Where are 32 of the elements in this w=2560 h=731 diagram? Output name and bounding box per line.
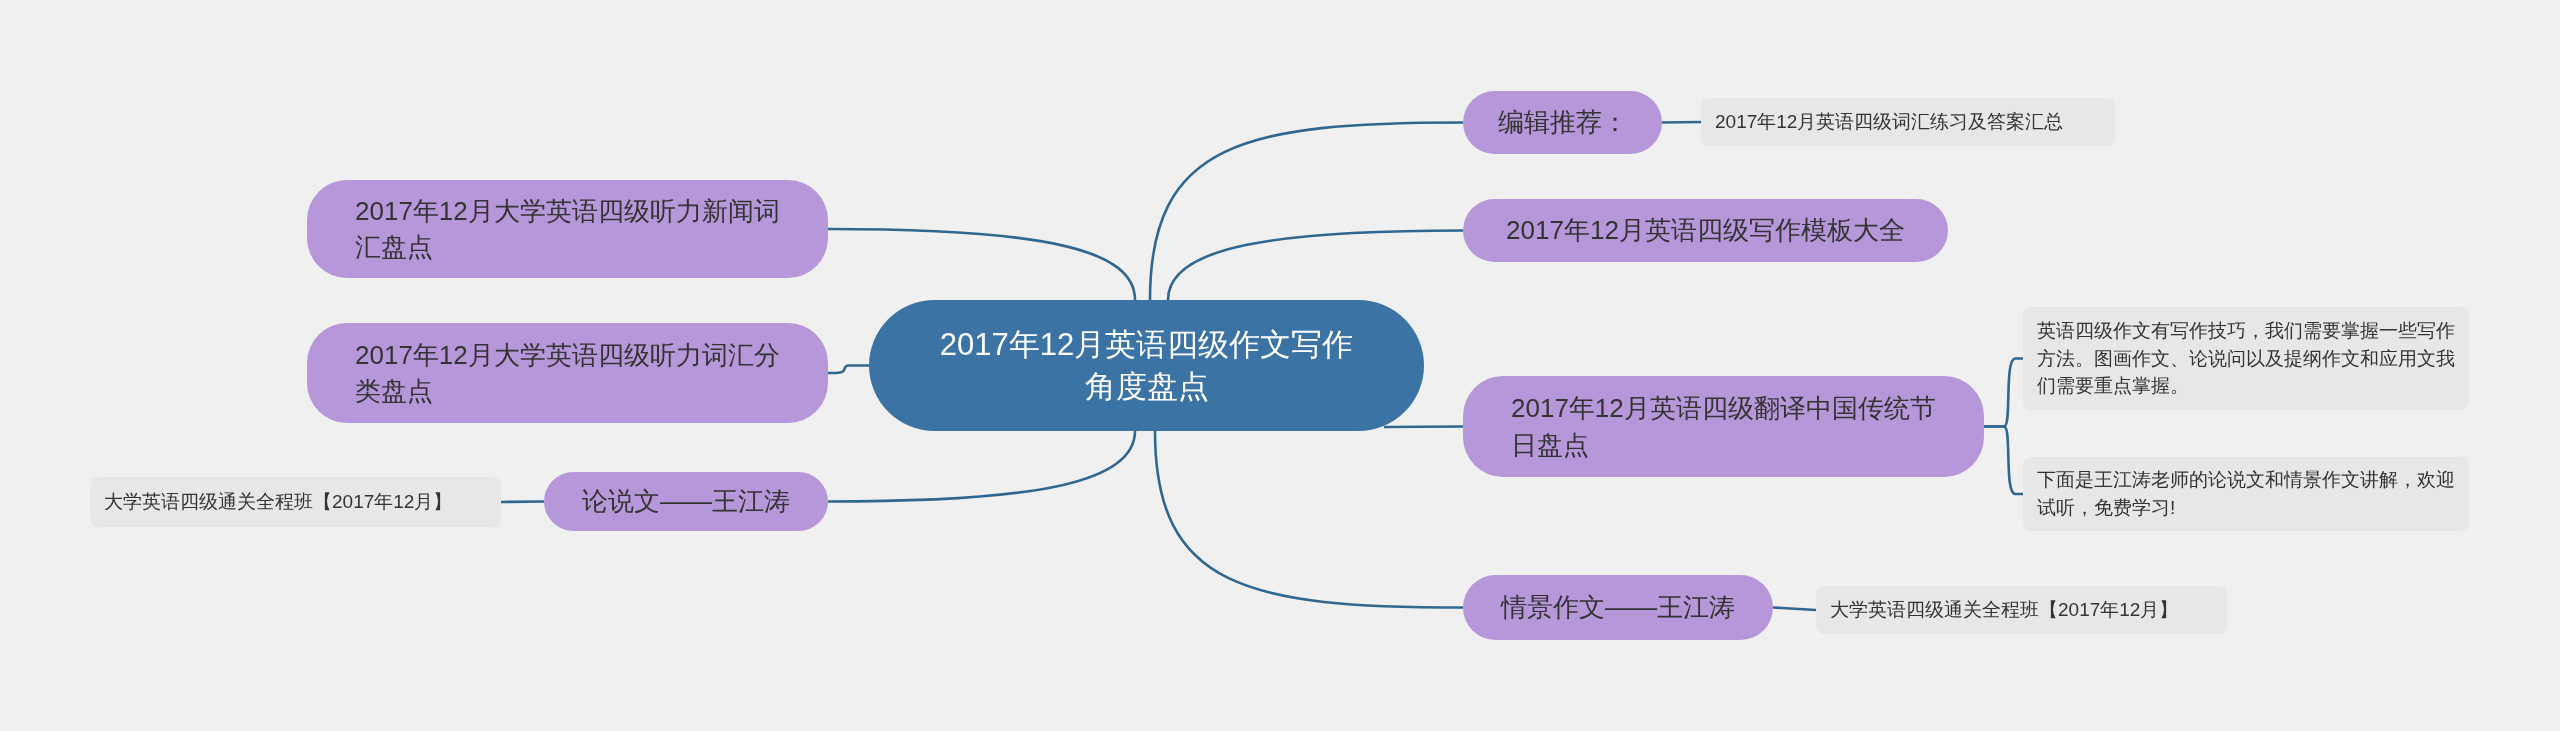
connector-line — [1662, 120, 1701, 124]
node-text: 2017年12月英语四级词汇练习及答案汇总 — [1715, 110, 2064, 135]
node-text: 编辑推荐： — [1497, 106, 1628, 140]
node-text: 2017年12月英语四级写作模板大全 — [1506, 214, 1905, 248]
topic-node — [307, 323, 828, 423]
connector-line — [501, 500, 544, 504]
connector-line — [828, 227, 1137, 301]
connector-line — [828, 430, 1137, 503]
topic-node — [1463, 376, 1984, 477]
note-box — [2023, 457, 2469, 531]
connector-line — [1166, 229, 1463, 301]
node-text: 下面是王江涛老师的论说文和情景作文讲解，欢迎试听，免费学习! — [2037, 468, 2455, 520]
note-box — [1816, 586, 2227, 634]
node-text: 2017年12月大学英语四级听力词汇分类盘点 — [355, 338, 781, 408]
note-box — [90, 477, 501, 527]
node-text: 情景作文——王江涛 — [1501, 591, 1735, 625]
connector-line — [1984, 425, 2023, 496]
node-text: 大学英语四级通关全程班【2017年12月】 — [1830, 598, 2179, 623]
connector-line — [1153, 430, 1463, 609]
node-text: 2017年12月大学英语四级听力新闻词汇盘点 — [355, 194, 781, 264]
node-text: 2017年12月英语四级作文写作角度盘点 — [939, 325, 1354, 406]
connector-line — [828, 364, 869, 375]
node-text: 英语四级作文有写作技巧，我们需要掌握一些写作方法。图画作文、论说问以及提纲作文和应用文我们需要重点掌握。 — [2037, 319, 2455, 399]
node-text: 大学英语四级通关全程班【2017年12月】 — [104, 490, 453, 515]
note-box — [2023, 307, 2469, 410]
connector-line — [1384, 425, 1463, 429]
connector-line — [1772, 606, 1817, 612]
node-text: 论说文——王江涛 — [582, 485, 790, 519]
node-text: 2017年12月英语四级翻译中国传统节日盘点 — [1511, 392, 1937, 462]
topic-node — [307, 180, 828, 278]
connector-line — [1148, 121, 1463, 301]
note-box — [1701, 98, 2115, 146]
